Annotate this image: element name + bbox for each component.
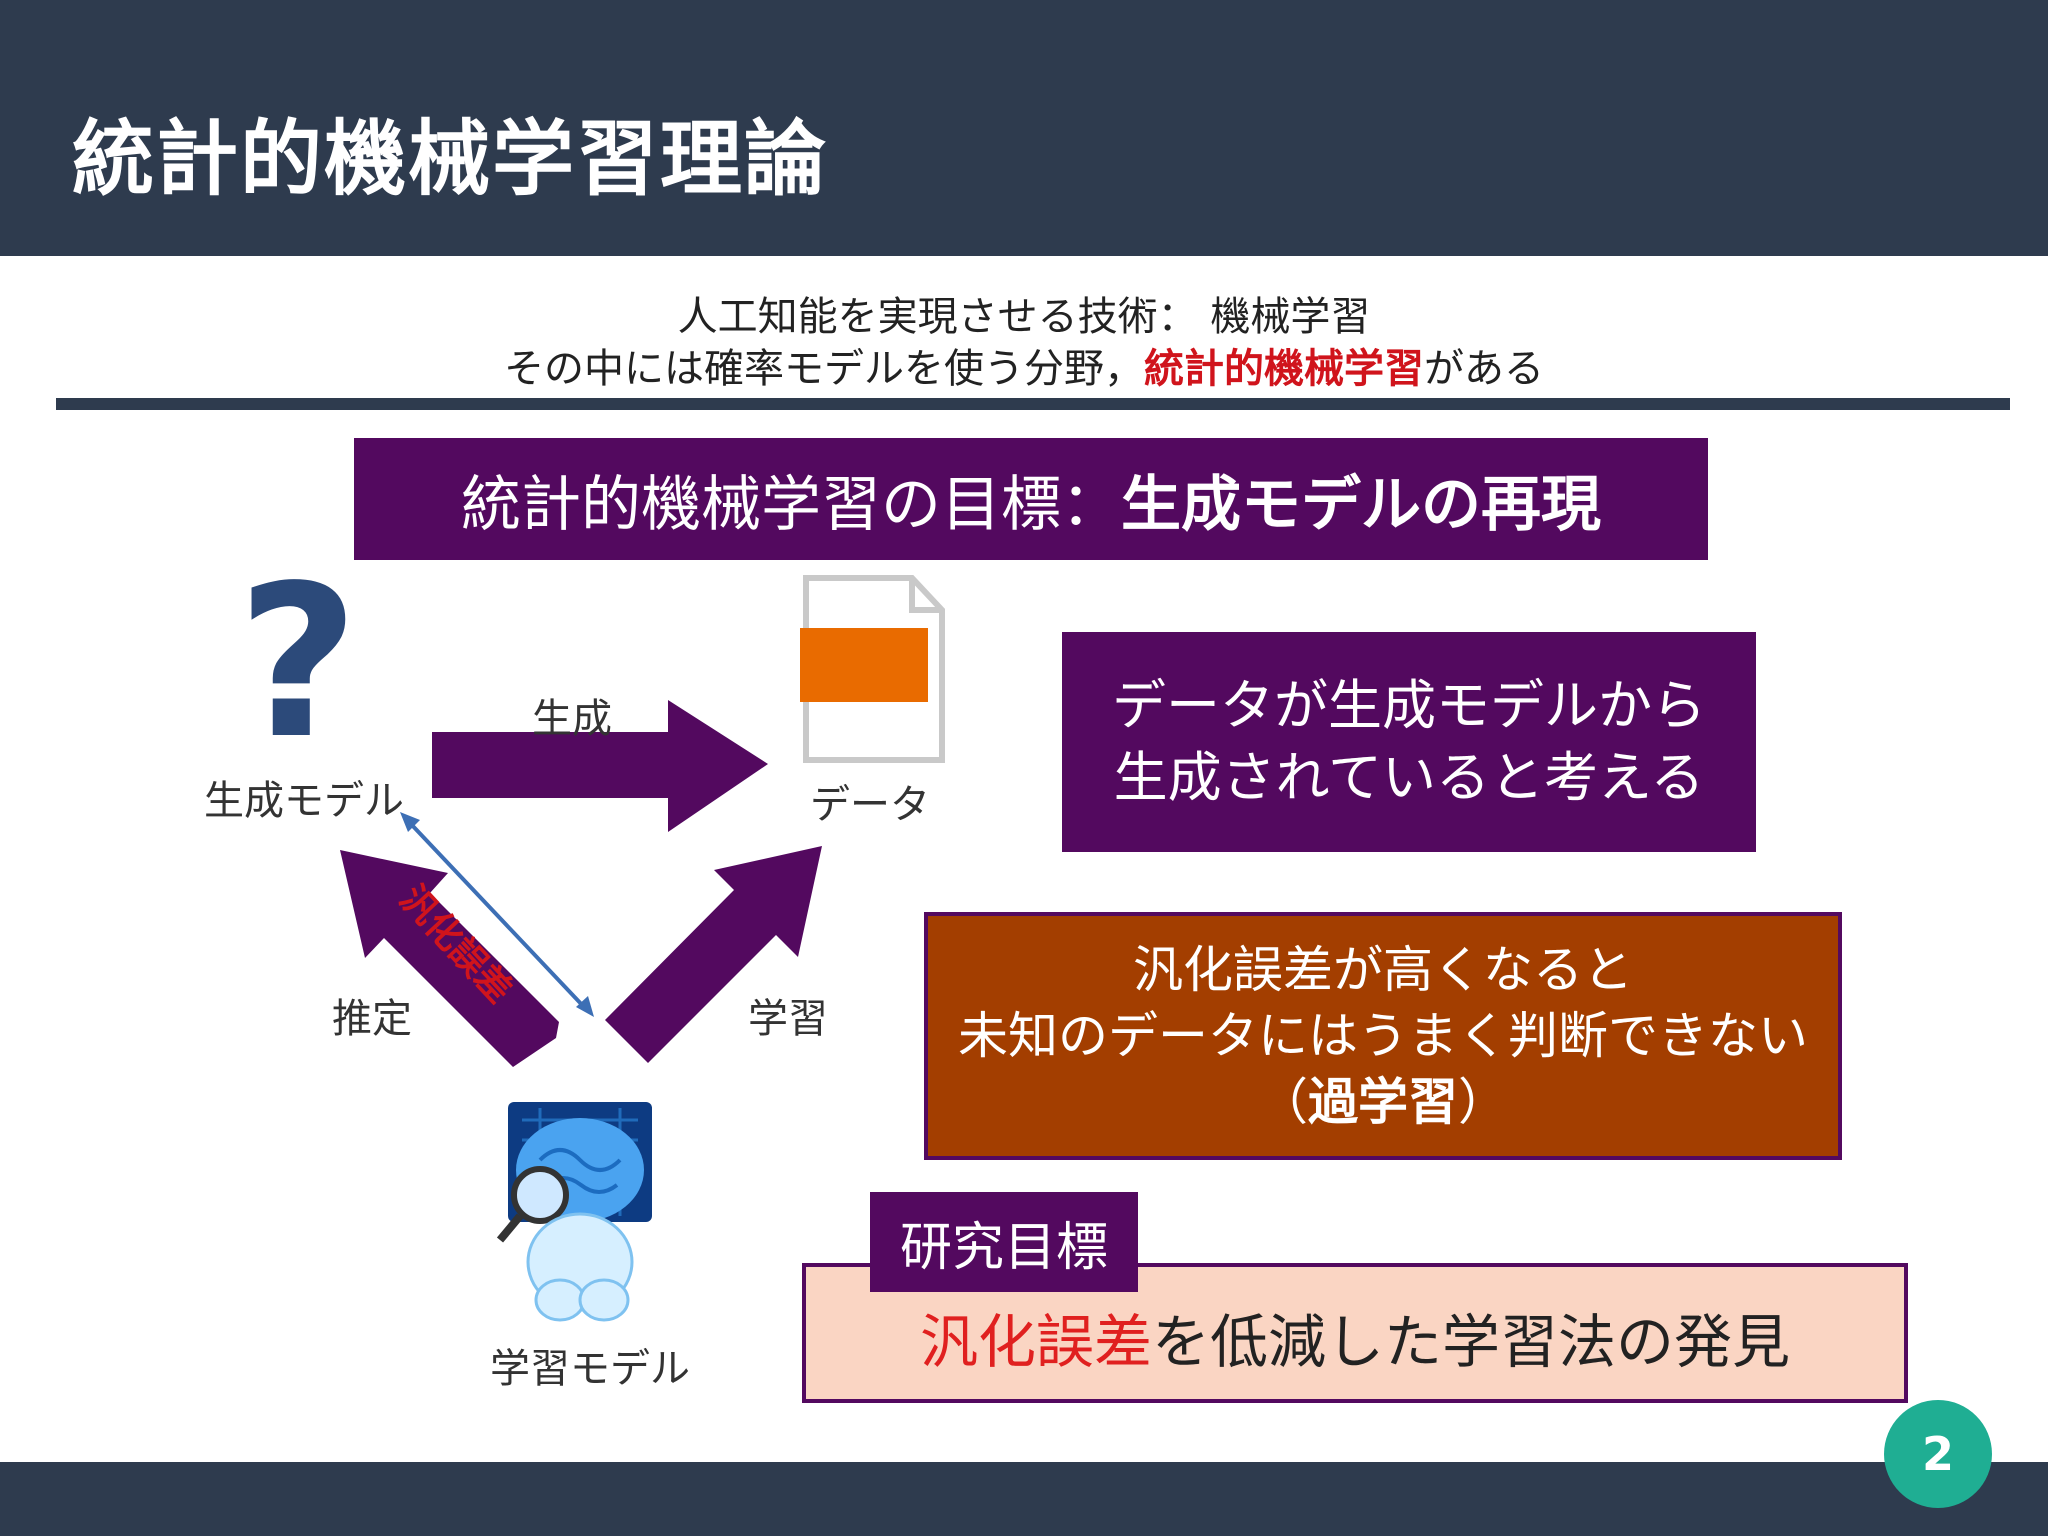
learn-label: 学習 — [748, 996, 828, 1042]
data-label: データ — [810, 782, 930, 828]
overfit-line-2: 未知のデータにはうまく判断できない — [958, 1007, 1808, 1065]
research-rest: を低減した学習法の発見 — [1152, 1308, 1791, 1376]
generation-explanation-box: データが生成モデルから 生成されていると考える — [1062, 632, 1756, 852]
overfit-line-1: 汎化誤差が高くなると — [1133, 941, 1633, 999]
slide-title: 統計的機械学習理論 — [72, 112, 829, 207]
estimate-label: 推定 — [332, 996, 412, 1042]
overfitting-box: 汎化誤差が高くなると 未知のデータにはうまく判断できない （過学習） — [924, 912, 1842, 1160]
gap-double-arrow — [400, 812, 594, 1017]
page-number-badge: 2 — [1884, 1400, 1992, 1508]
intro-line-1: 人工知能を実現させる技術： 機械学習 — [677, 294, 1371, 340]
footer-bar — [0, 1462, 2048, 1536]
learn-arrow — [605, 846, 822, 1063]
intro-line-2-suffix: がある — [1424, 346, 1544, 392]
overfit-term: 過学習 — [1308, 1073, 1458, 1131]
header-bar — [0, 0, 2048, 256]
overfit-paren-close: ） — [1458, 1073, 1508, 1131]
question-mark-icon: ? — [237, 540, 359, 785]
overfit-line-3: （過学習） — [928, 1069, 1838, 1135]
section-divider — [56, 398, 2010, 410]
generate-label: 生成 — [532, 696, 612, 742]
document-icon — [800, 575, 945, 763]
generation-line-1: データが生成モデルから — [1112, 674, 1706, 737]
generate-arrow — [432, 700, 768, 832]
research-goal-tab: 研究目標 — [870, 1192, 1138, 1292]
intro-line-2: その中には確率モデルを使う分野，統計的機械学習がある — [0, 336, 2048, 394]
intro-highlight: 統計的機械学習 — [1144, 346, 1424, 392]
generation-line-2: 生成されていると考える — [1113, 746, 1705, 809]
brain-robot-icon — [496, 1102, 652, 1322]
goal-banner: 統計的機械学習の目標： 生成モデルの再現 — [354, 438, 1708, 560]
goal-banner-emphasis: 生成モデルの再現 — [1121, 469, 1601, 540]
overfit-paren-open: （ — [1258, 1073, 1308, 1131]
learning-model-label: 学習モデル — [490, 1346, 690, 1392]
research-highlight: 汎化誤差 — [919, 1308, 1152, 1376]
intro-line-2-prefix: その中には確率モデルを使う分野， — [504, 346, 1144, 392]
estimate-arrow — [340, 850, 559, 1067]
generative-model-label: 生成モデル — [204, 778, 404, 824]
goal-banner-prefix: 統計的機械学習の目標： — [461, 469, 1121, 540]
